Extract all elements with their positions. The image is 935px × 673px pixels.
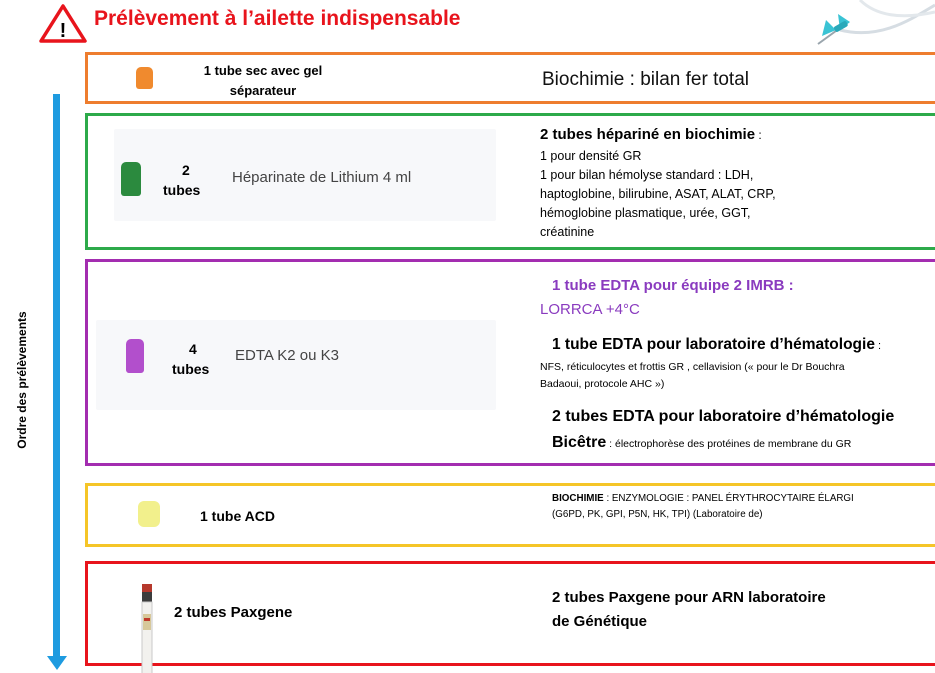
- yellow-tube-cap-icon: [138, 501, 160, 527]
- paxgene-tube-icon: [141, 584, 153, 673]
- row-purple-edta: 4 tubes EDTA K2 ou K3 1 tube EDTA pour é…: [85, 259, 935, 466]
- section2-title-text: 1 tube EDTA pour laboratoire d’hématolog…: [552, 336, 875, 353]
- desc-line: de Génétique: [552, 613, 648, 630]
- tube-count-number: 2: [182, 162, 190, 178]
- tube-label: 2 tubes Paxgene: [174, 604, 293, 621]
- orange-tube-cap-icon: [136, 67, 153, 89]
- desc-line: créatinine: [540, 225, 595, 239]
- desc-line: (G6PD, PK, GPI, P5N, HK, TPI) (Laboratoi…: [552, 509, 763, 520]
- row-yellow-acd: 1 tube ACD BIOCHIMIE : ENZYMOLOGIE : PAN…: [85, 483, 935, 547]
- tube-line2: séparateur: [229, 83, 297, 98]
- tube-count-number: 4: [189, 341, 197, 357]
- desc-line: 1 pour bilan hémolyse standard : LDH,: [540, 168, 754, 182]
- tube-line1: 1 tube sec avec gel: [203, 63, 323, 78]
- section3-bicetre: Bicêtre: [552, 434, 607, 451]
- down-arrow-icon: [47, 656, 67, 670]
- section1-title: 1 tube EDTA pour équipe 2 IMRB :: [552, 277, 794, 294]
- desc-line: 2 tubes Paxgene pour ARN laboratoire: [552, 589, 826, 606]
- desc-line: haptoglobine, bilirubine, ASAT, ALAT, CR…: [540, 187, 776, 201]
- desc-rest: : ENZYMOLOGIE : PANEL ÉRYTHROCYTAIRE ÉLA…: [603, 493, 854, 504]
- tube-count-word: tubes: [163, 182, 201, 198]
- section2-colon: :: [874, 340, 882, 352]
- warning-mark: !: [60, 20, 67, 42]
- section2-title: 1 tube EDTA pour laboratoire d’hématolog…: [552, 336, 881, 354]
- tube-image-panel: [96, 320, 496, 410]
- order-arrow-shaft: [53, 94, 60, 660]
- page-title: Prélèvement à l’ailette indispensable: [94, 7, 461, 30]
- row-red-paxgene: 2 tubes Paxgene 2 tubes Paxgene pour ARN…: [85, 561, 935, 673]
- desc-title-colon: :: [755, 128, 762, 142]
- tube-type-name: Héparinate de Lithium 4 ml: [232, 169, 412, 186]
- green-tube-cap-icon: [121, 162, 141, 196]
- row-green-heparine: 2 tubes Héparinate de Lithium 4 ml 2 tub…: [85, 113, 935, 250]
- tube-image-panel: [114, 129, 496, 221]
- butterfly-needle-icon: [817, 0, 935, 45]
- purple-tube-cap-icon: [126, 339, 144, 373]
- row-description-title: 2 tubes hépariné en biochimie :: [540, 126, 762, 143]
- desc-line: BIOCHIMIE : ENZYMOLOGIE : PANEL ÉRYTHROC…: [552, 493, 854, 504]
- side-label: Ordre des prélèvements: [15, 311, 29, 449]
- desc-line: hémoglobine plasmatique, urée, GGT,: [540, 206, 751, 220]
- tube-type-name: EDTA K2 ou K3: [235, 347, 339, 364]
- section1-sub: LORRCA +4°C: [540, 301, 640, 318]
- section2-line: Badaoui, protocole AHC »): [540, 378, 665, 390]
- section3-title: 2 tubes EDTA pour laboratoire d’hématolo…: [552, 408, 895, 425]
- warning-triangle-icon: !: [39, 4, 87, 43]
- desc-title: 2 tubes hépariné en biochimie: [540, 126, 756, 143]
- section2-line: NFS, réticulocytes et frottis GR , cella…: [540, 361, 845, 373]
- tube-label: 1 tube ACD: [200, 508, 275, 524]
- tube-count-word: tubes: [172, 361, 210, 377]
- desc-line: 1 pour densité GR: [540, 149, 642, 163]
- section3-rest: : électrophorèse des protéines de membra…: [606, 438, 852, 450]
- section3-line: Bicêtre : électrophorèse des protéines d…: [552, 434, 851, 452]
- desc-bold: BIOCHIMIE: [552, 493, 604, 504]
- row-orange-tube-sec: 1 tube sec avec gel séparateur Biochimie…: [85, 52, 935, 104]
- row-description: Biochimie : bilan fer total: [542, 69, 749, 90]
